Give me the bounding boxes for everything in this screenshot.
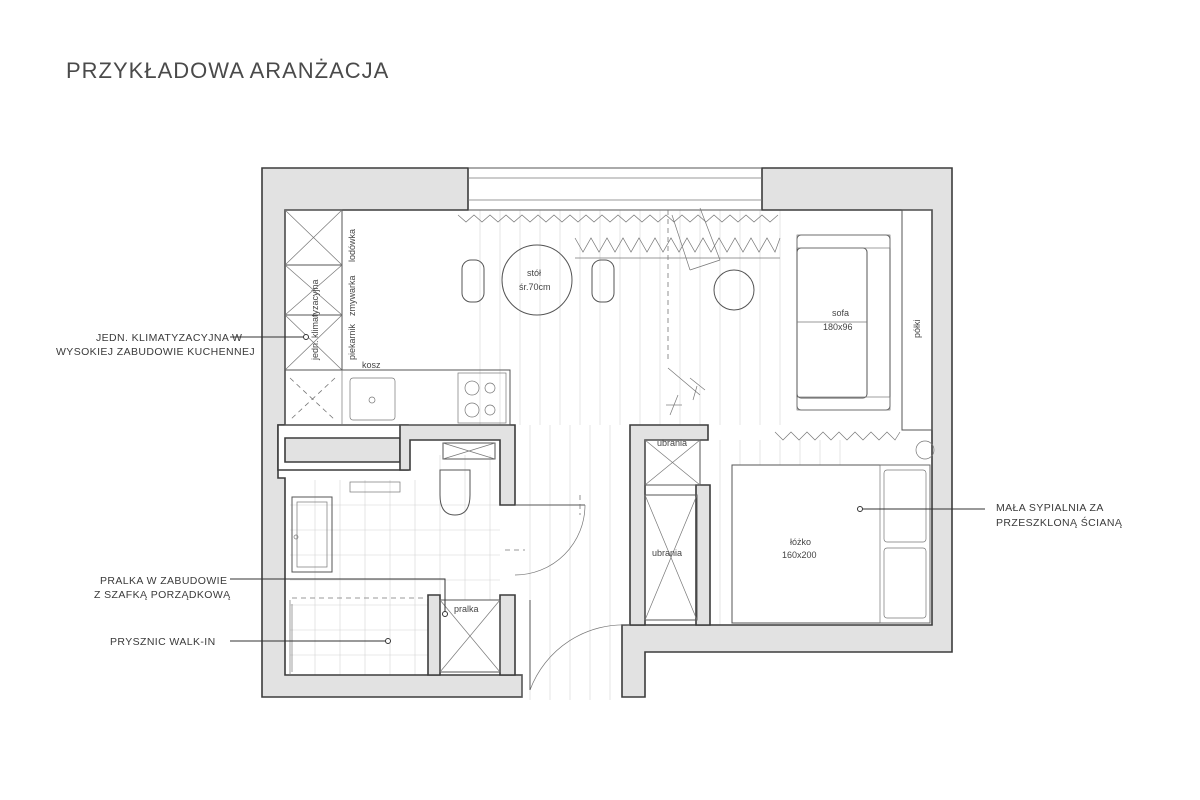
dishwasher-label: zmywarka [347, 275, 357, 316]
kitchen-counter: kosz [284, 360, 511, 426]
sofa-size: 180x96 [823, 322, 853, 332]
bathroom-tiles [290, 455, 500, 675]
floor-pattern [479, 210, 841, 700]
callout-bedroom: MAŁA SYPIALNIA ZA PRZESZKLONĄ ŚCIANĄ [857, 502, 1123, 529]
callout-ac-line2: WYSOKIEJ ZABUDOWIE KUCHENNEJ [56, 346, 255, 358]
washer-label: pralka [454, 604, 479, 614]
bed-label: łóżko [790, 537, 811, 547]
shelves-label: półki [912, 319, 922, 338]
table-size: śr.70cm [519, 282, 551, 292]
callout-washer-line2: Z SZAFKĄ PORZĄDKOWĄ [94, 589, 231, 601]
kitchen-tall-units: lodówka zmywarka piekarnik jedn. klimaty… [284, 209, 357, 371]
callout-shower: PRYSZNIC WALK-IN [110, 636, 391, 648]
callout-shower-text: PRYSZNIC WALK-IN [110, 636, 216, 648]
callout-washer-line1: PRALKA W ZABUDOWIE [100, 575, 227, 587]
sofa: sofa 180x96 [796, 234, 891, 411]
page-title: PRZYKŁADOWA ARANŻACJA [66, 58, 390, 83]
sofa-label: sofa [832, 308, 849, 318]
oven-label: piekarnik [347, 323, 357, 360]
callout-bedroom-line2: PRZESZKLONĄ ŚCIANĄ [996, 516, 1123, 529]
curtains [457, 214, 901, 441]
cooktop [457, 372, 507, 424]
shelves: półki [901, 209, 935, 460]
bed-size: 160x200 [782, 550, 817, 560]
bed: łóżko 160x200 [731, 464, 931, 624]
callout-bedroom-line1: MAŁA SYPIALNIA ZA [996, 502, 1104, 514]
callout-washer: PRALKA W ZABUDOWIE Z SZAFKĄ PORZĄDKOWĄ [94, 575, 448, 617]
glass-partition [666, 207, 721, 416]
callout-ac-line1: JEDN. KLIMATYZACYJNA W [96, 332, 242, 344]
doors [505, 495, 631, 697]
wardrobe-bottom-label: ubrania [652, 548, 682, 558]
bathroom-fixtures: pralka [289, 442, 501, 675]
wardrobes: ubrania ubrania [644, 438, 701, 621]
table-label: stół [527, 268, 541, 278]
callout-ac-unit: JEDN. KLIMATYZACYJNA W WYSOKIEJ ZABUDOWI… [56, 332, 309, 358]
ac-unit-label: jedn. klimatyzacyjna [310, 279, 320, 361]
bin-label: kosz [362, 360, 381, 370]
walls [261, 167, 953, 698]
round-pouf [713, 269, 755, 311]
sink [349, 377, 396, 421]
dining-table: stół śr.70cm [461, 244, 615, 316]
wardrobe-top-label: ubrania [657, 438, 687, 448]
fridge-label: lodówka [347, 229, 357, 262]
